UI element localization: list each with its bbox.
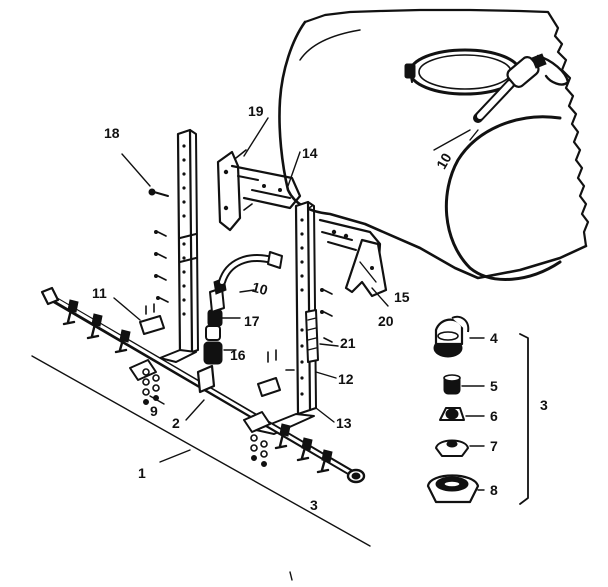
callout-8: 8 <box>490 482 498 498</box>
callout-3-right: 3 <box>540 397 548 413</box>
fasteners <box>139 188 333 467</box>
callout-10-handle: 10 <box>433 150 455 172</box>
group-bracket-3 <box>519 333 529 505</box>
supply-hose <box>218 251 283 286</box>
callout-13: 13 <box>336 415 352 431</box>
callout-9: 9 <box>150 403 158 419</box>
callout-labels: 1 2 3 3 4 5 6 7 8 9 10 10 11 12 13 14 15… <box>92 103 548 513</box>
part-5-fitting <box>443 374 461 395</box>
callout-10-hose: 10 <box>250 279 269 299</box>
callout-20: 20 <box>378 313 394 329</box>
callout-16: 16 <box>230 347 246 363</box>
part-4-elbow <box>433 315 470 358</box>
callout-14: 14 <box>302 145 318 161</box>
callout-6: 6 <box>490 408 498 424</box>
spray-handle-assembly <box>469 53 570 141</box>
callout-1: 1 <box>138 465 146 481</box>
callout-12: 12 <box>338 371 354 387</box>
valve-parts-column <box>426 315 529 505</box>
callout-21: 21 <box>340 335 356 351</box>
callout-18: 18 <box>104 125 120 141</box>
part-6-nipple <box>439 407 465 421</box>
tank-body-outline <box>278 20 588 280</box>
callout-7: 7 <box>490 438 498 454</box>
center-valve-stack <box>203 277 227 365</box>
callout-2: 2 <box>172 415 180 431</box>
part-7-cap <box>435 439 469 457</box>
part-8-strainer <box>426 474 480 504</box>
spray-boom <box>40 286 366 484</box>
callout-11: 11 <box>92 285 107 301</box>
callout-3-bottom: 3 <box>310 497 318 513</box>
callout-15: 15 <box>394 289 410 305</box>
tank-break-line <box>303 8 590 248</box>
hardware-stack-right <box>250 434 268 467</box>
callout-17: 17 <box>244 313 260 329</box>
leader-lines <box>31 117 485 581</box>
callout-19: 19 <box>248 103 264 119</box>
vertical-frame-bars <box>159 128 319 435</box>
boom-nozzles <box>62 299 333 474</box>
callout-4: 4 <box>490 330 498 346</box>
tank-end-cap <box>444 115 562 281</box>
callout-5: 5 <box>490 378 498 394</box>
tank <box>278 8 590 281</box>
